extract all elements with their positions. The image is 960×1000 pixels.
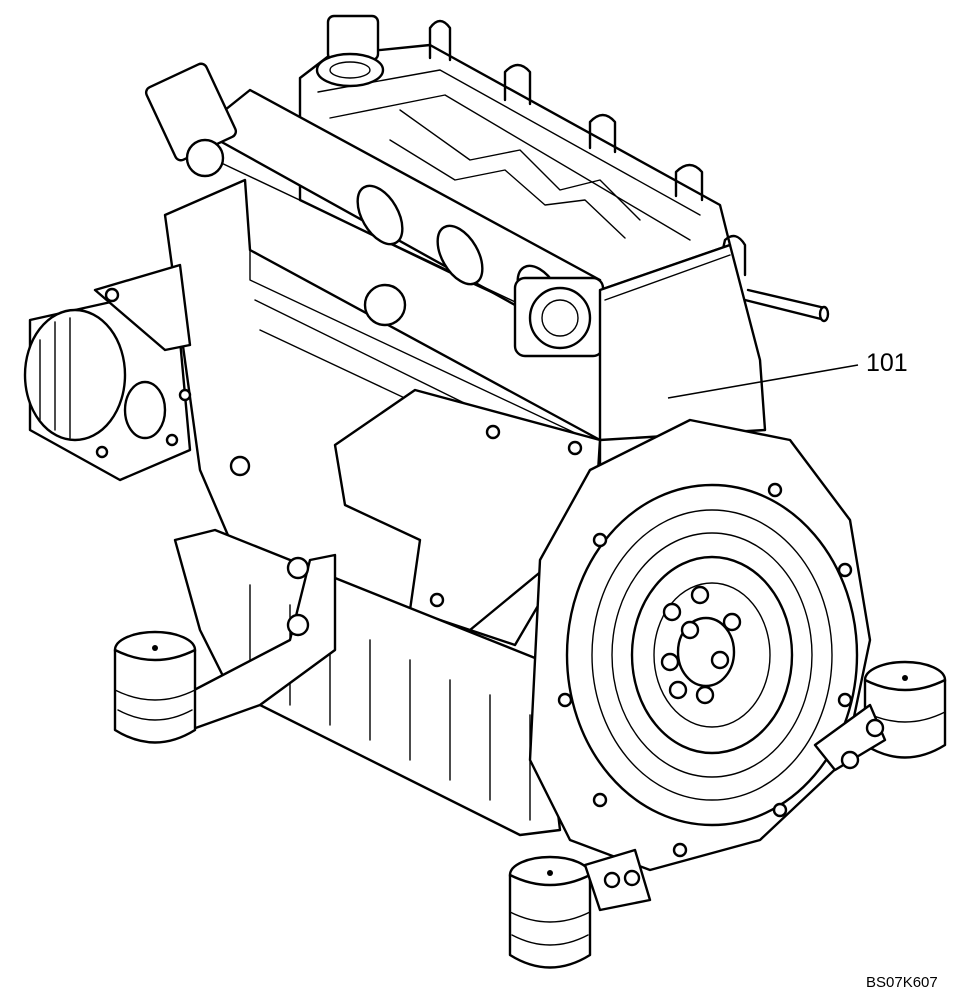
alternator-bracket — [93, 263, 192, 352]
rubber-mount-right — [813, 660, 947, 772]
callout-leader-line — [667, 364, 859, 399]
flywheel-housing — [528, 418, 872, 872]
engine-mount-arm — [173, 553, 337, 732]
oil-filler-cap — [315, 14, 385, 88]
cover-plate — [333, 388, 602, 632]
intake-flange — [144, 62, 238, 178]
rubber-mount-front — [508, 848, 652, 969]
breather-pipe — [743, 288, 830, 323]
injector-lines — [428, 19, 747, 277]
rubber-mount-left — [113, 630, 197, 744]
callout-number: 101 — [866, 349, 908, 377]
exhaust-flange — [513, 276, 605, 358]
figure-code: BS07K607 — [866, 974, 938, 991]
alternator — [23, 298, 192, 482]
block-end-face — [598, 243, 767, 442]
